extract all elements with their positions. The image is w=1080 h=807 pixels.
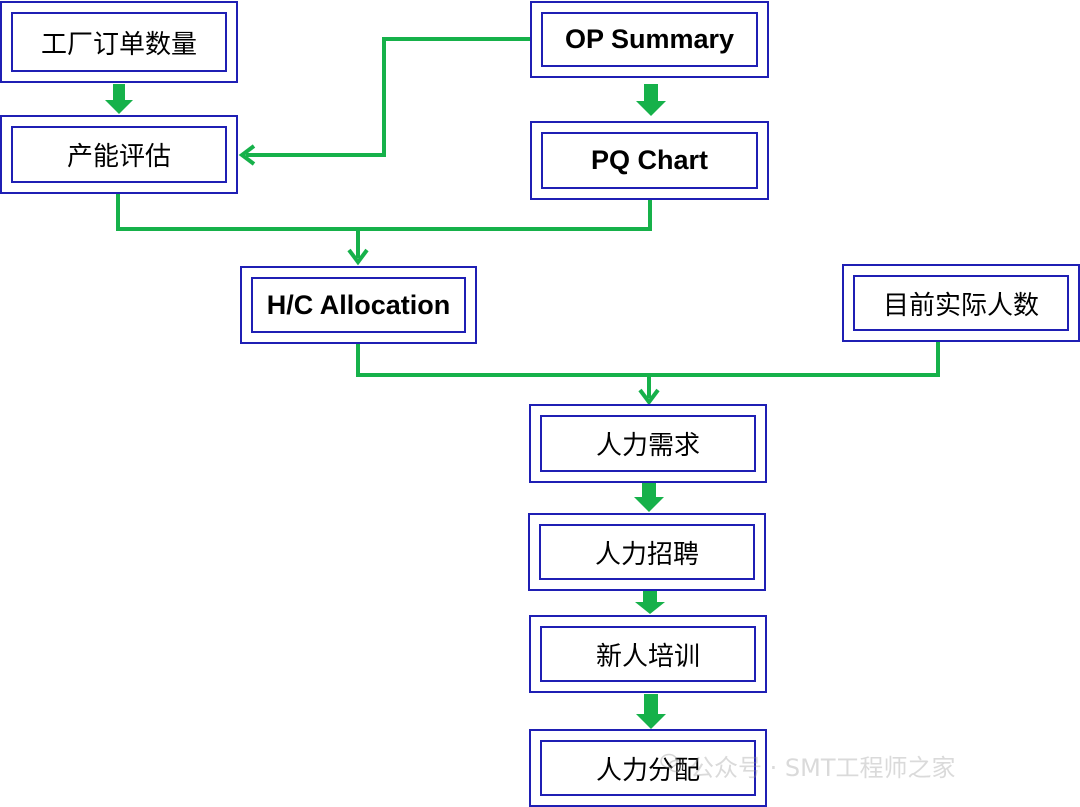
arrowhead-hc (347, 248, 369, 266)
arrowhead-capacity (238, 144, 256, 166)
node-op-summary: OP Summary (530, 1, 769, 78)
watermark: 公众号 · SMT工程师之家 (690, 754, 956, 782)
node-label: PQ Chart (541, 132, 758, 189)
node-label: 人力招聘 (539, 524, 755, 580)
node-label: 人力分配 (540, 740, 756, 796)
node-new-hire-training: 新人培训 (529, 615, 767, 693)
block-arrow-recruit-to-training (635, 590, 665, 614)
node-capacity-assessment: 产能评估 (0, 115, 238, 194)
block-arrow-op-to-pq (636, 84, 666, 116)
block-arrow-order-to-capacity (105, 84, 133, 114)
node-manpower-distribution: 人力分配 (529, 729, 767, 807)
node-current-headcount: 目前实际人数 (842, 264, 1080, 342)
node-label: OP Summary (541, 12, 758, 67)
block-arrow-demand-to-recruit (634, 480, 664, 512)
node-manpower-demand: 人力需求 (529, 404, 767, 483)
connector-capacity-merge (116, 193, 652, 231)
node-hc-allocation: H/C Allocation (240, 266, 477, 344)
node-label: 新人培训 (540, 626, 756, 682)
node-label: H/C Allocation (251, 277, 466, 333)
node-manpower-recruitment: 人力招聘 (528, 513, 766, 591)
node-label: 工厂订单数量 (11, 12, 227, 72)
node-label: 人力需求 (540, 415, 756, 472)
node-pq-chart: PQ Chart (530, 121, 769, 200)
connector-op-to-capacity (246, 37, 530, 157)
block-arrow-training-to-distribution (636, 694, 666, 729)
node-label: 目前实际人数 (853, 275, 1069, 331)
node-label: 产能评估 (11, 126, 227, 183)
arrowhead-demand (638, 388, 660, 406)
wechat-icon (660, 753, 684, 773)
node-factory-order-qty: 工厂订单数量 (0, 1, 238, 83)
